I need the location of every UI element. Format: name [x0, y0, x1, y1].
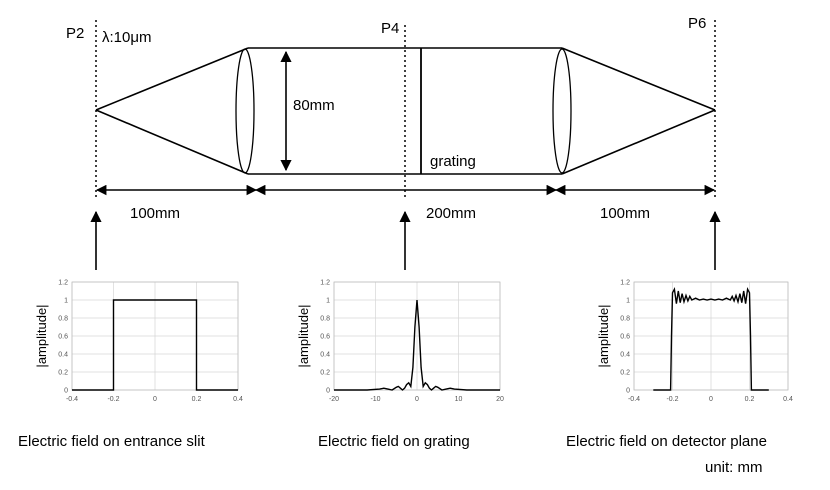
label-p2: P2 — [66, 25, 84, 42]
label-dist-left: 100mm — [130, 205, 180, 222]
y-tick-label: 1 — [64, 298, 68, 305]
label-wavelength: λ:10μm — [102, 29, 152, 46]
x-tick-label: 0.2 — [745, 396, 755, 403]
x-tick-label: -20 — [329, 396, 339, 403]
y-tick-label: 0.6 — [320, 334, 330, 341]
y-tick-label: 0.6 — [620, 334, 630, 341]
x-tick-label: 0 — [153, 396, 157, 403]
y-tick-label: 0.8 — [58, 316, 68, 323]
lens-right — [552, 48, 572, 174]
x-tick-label: 0.4 — [783, 396, 793, 403]
y-tick-label: 1.2 — [320, 280, 330, 287]
beam-envelope — [95, 47, 716, 175]
plot-entrance-slit: 0 0.2 0.4 0.6 0.8 1 1.2 -0.4 -0.2 0 0.2 0.4 |amplitu… — [34, 280, 243, 404]
y-tick-label: 0.2 — [58, 370, 68, 377]
y-tick-label: 0.8 — [320, 316, 330, 323]
plot-frame — [633, 281, 789, 391]
y-tick-label: 0.4 — [620, 352, 630, 359]
amplitude-curve — [653, 286, 769, 391]
y-tick-label: 0.4 — [58, 352, 68, 359]
x-tick-label: 10 — [455, 396, 463, 403]
plot-frame — [71, 281, 239, 391]
amplitude-curve — [72, 299, 238, 391]
y-tick-label: 1.2 — [620, 280, 630, 287]
y-axis-label: |amplitude| — [34, 304, 49, 367]
y-axis-label: |amplitude| — [296, 304, 311, 367]
label-p6: P6 — [688, 15, 706, 32]
y-tick-label: 0.6 — [58, 334, 68, 341]
y-tick-label: 0 — [326, 388, 330, 395]
lens-left — [235, 48, 255, 174]
x-tick-label: 0.4 — [233, 396, 243, 403]
x-tick-label: -0.2 — [666, 396, 678, 403]
label-p4: P4 — [381, 20, 399, 37]
y-tick-label: 0.4 — [320, 352, 330, 359]
label-unit: unit: mm — [705, 459, 763, 476]
label-aperture: 80mm — [293, 97, 335, 114]
label-dist-center: 200mm — [426, 205, 476, 222]
x-tick-label: -0.2 — [107, 396, 119, 403]
x-tick-label: -0.4 — [66, 396, 78, 403]
y-tick-label: 0.2 — [320, 370, 330, 377]
plot-detector-plane: 0 0.2 0.4 0.6 0.8 1 1.2 -0.4 -0.2 0 0.2 0.4 |amplitu… — [596, 280, 793, 404]
plot-frame — [333, 281, 501, 391]
label-dist-right: 100mm — [600, 205, 650, 222]
caption-grating: Electric field on grating — [318, 433, 470, 450]
plot-grating: 0 0.2 0.4 0.6 0.8 1 1.2 -20 -10 0 10 20 |amplitude| — [296, 280, 504, 404]
amplitude-curve — [334, 299, 500, 391]
y-tick-label: 0.2 — [620, 370, 630, 377]
y-tick-label: 0 — [64, 388, 68, 395]
y-tick-label: 0.8 — [620, 316, 630, 323]
x-tick-label: 20 — [496, 396, 504, 403]
y-tick-label: 1.2 — [58, 280, 68, 287]
y-tick-label: 0 — [626, 388, 630, 395]
y-tick-label: 1 — [626, 298, 630, 305]
x-tick-label: 0 — [709, 396, 713, 403]
x-tick-label: 0 — [415, 396, 419, 403]
y-tick-label: 1 — [326, 298, 330, 305]
label-grating: grating — [430, 153, 476, 170]
y-axis-label: |amplitude| — [596, 304, 611, 367]
x-tick-label: 0.2 — [192, 396, 202, 403]
x-tick-label: -0.4 — [628, 396, 640, 403]
caption-detector-plane: Electric field on detector plane — [566, 433, 767, 450]
x-tick-label: -10 — [370, 396, 380, 403]
caption-entrance-slit: Electric field on entrance slit — [18, 433, 206, 450]
